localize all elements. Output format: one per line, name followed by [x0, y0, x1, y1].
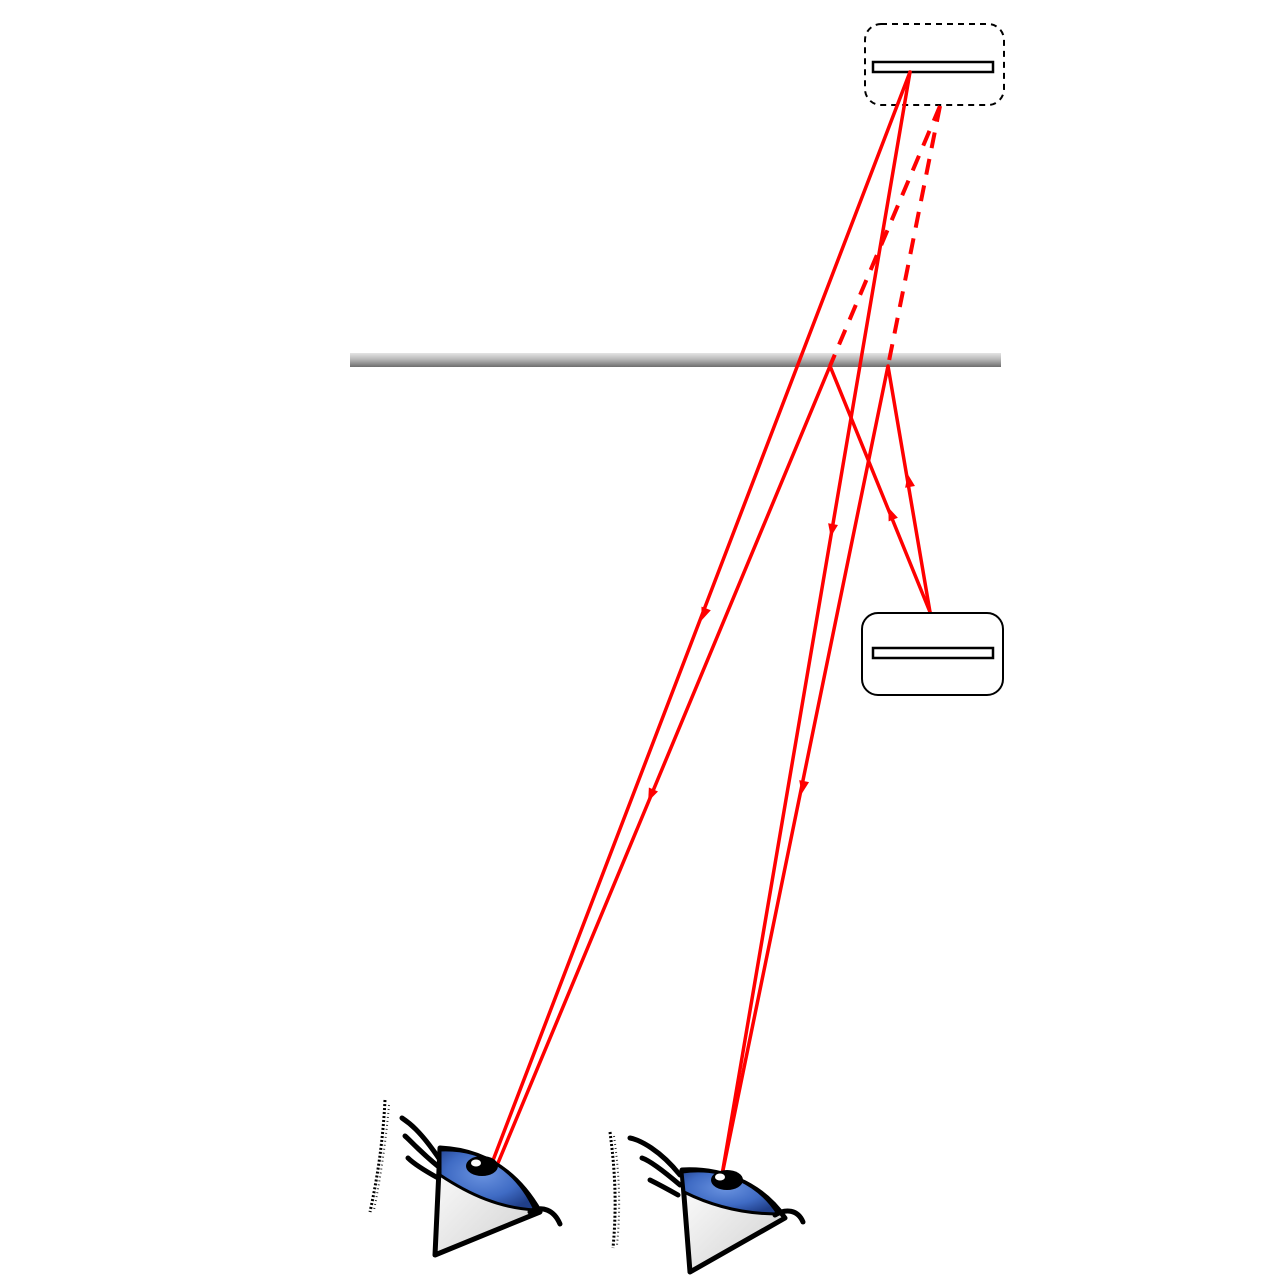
pupil — [711, 1170, 743, 1190]
virtual-extension-line — [828, 105, 942, 367]
virtual-extensions — [828, 105, 942, 367]
eyelash — [402, 1133, 443, 1171]
eyelash — [405, 1155, 441, 1181]
arrow-icon — [701, 606, 711, 621]
eyelash — [772, 1208, 806, 1225]
eyebrow-stroke — [368, 1099, 387, 1213]
arrow-icon — [648, 787, 659, 802]
eyelash — [647, 1177, 681, 1198]
virtual-extension-line — [886, 105, 942, 367]
virtual-image-box — [864, 23, 1005, 106]
highlight — [715, 1173, 725, 1181]
arrow-icon — [799, 780, 810, 794]
arrow-icon — [828, 523, 838, 537]
observer-eye-left — [368, 1099, 563, 1258]
virtual-image-icon — [864, 23, 1005, 106]
object-bar — [871, 646, 995, 660]
ray-direct-right — [720, 70, 912, 1177]
pupil — [466, 1156, 498, 1176]
eyelash — [399, 1115, 443, 1163]
eyelash — [527, 1206, 563, 1227]
arrow-icon — [905, 474, 915, 488]
reflected-rays — [496, 364, 932, 1177]
eyelash — [627, 1135, 683, 1178]
ray-direct-left — [490, 70, 912, 1165]
highlight — [471, 1159, 481, 1167]
ray-reflected-right — [720, 364, 932, 1177]
object-icon — [861, 612, 1004, 696]
eye-icon — [608, 1131, 806, 1275]
direct-rays — [490, 70, 912, 1177]
ray-arrows — [648, 474, 915, 802]
eyelash — [639, 1155, 683, 1188]
observer-eye-right — [608, 1131, 806, 1275]
arrow-icon — [888, 507, 898, 522]
eyebrow-stroke — [373, 1104, 390, 1211]
eye-icon — [368, 1099, 563, 1258]
eyebrow-stroke — [608, 1131, 617, 1249]
ray-reflected-left — [496, 364, 932, 1165]
mirror-icon — [350, 353, 1001, 367]
virtual-image-bar — [871, 60, 995, 74]
